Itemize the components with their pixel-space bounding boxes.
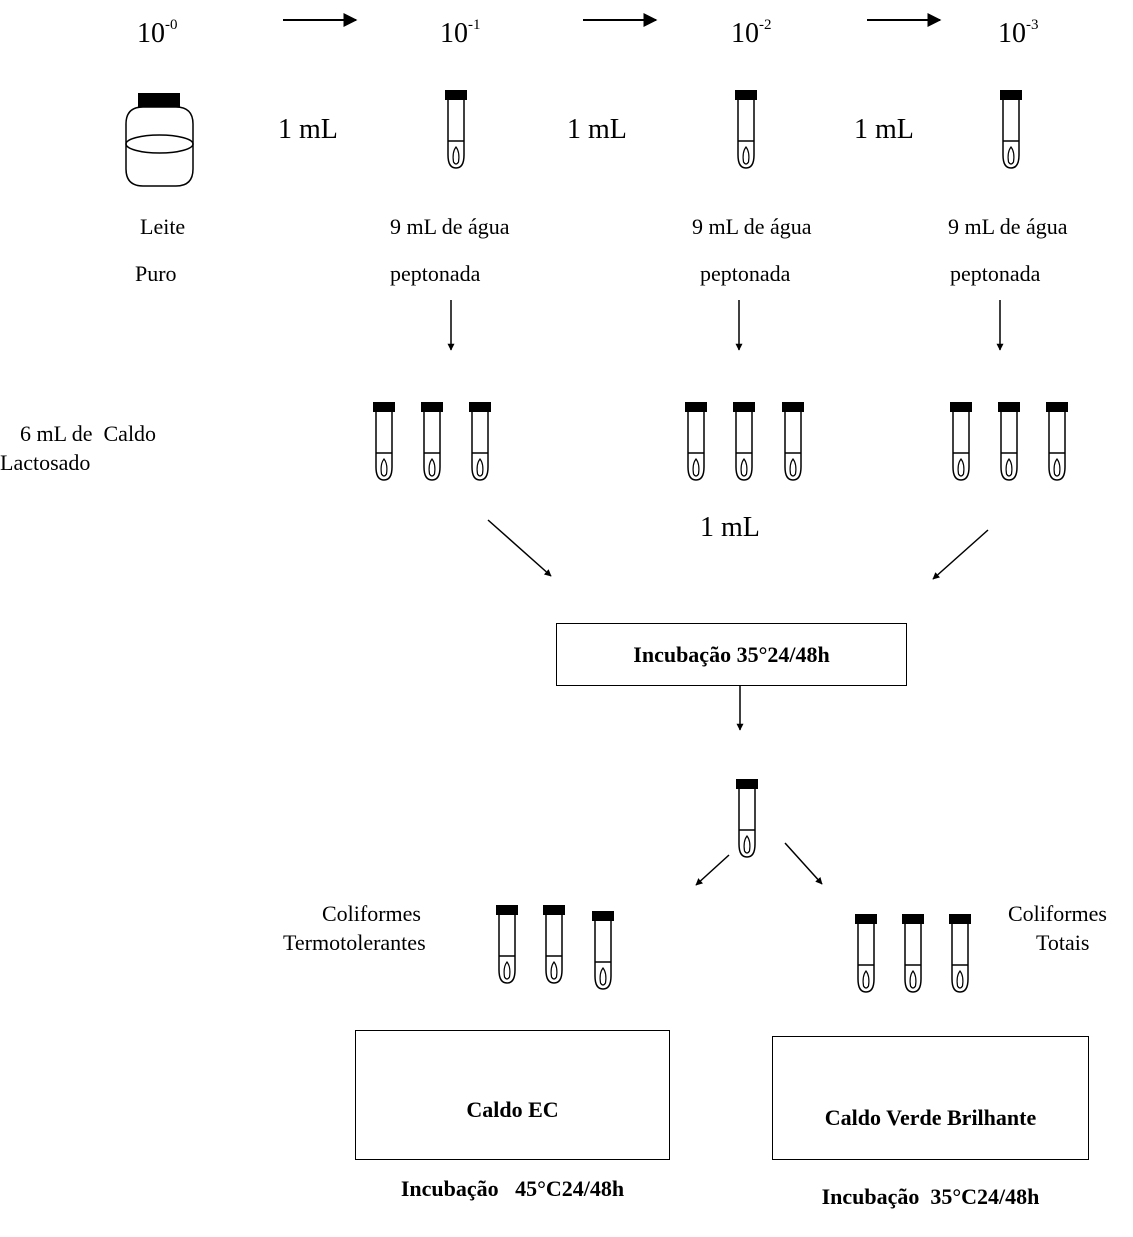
dilution-label: 10-1 — [440, 17, 481, 49]
transfer-volume-label: 1 mL — [854, 114, 914, 145]
ec-box-title: Caldo EC — [466, 1096, 559, 1122]
branch-arrow-icon — [695, 854, 730, 886]
ec-tube-icon — [542, 904, 566, 984]
milk-bottle-icon — [125, 93, 194, 187]
diluent-label: peptonada — [700, 261, 791, 286]
diluent-label: 9 mL de água — [692, 214, 812, 239]
branch-arrow-icon — [784, 842, 823, 885]
broth-tube-icon — [781, 401, 805, 481]
broth-tube-icon — [1045, 401, 1069, 481]
broth-tube-icon — [372, 401, 396, 481]
vb-box-incubation: Incubação 35°C24/48h — [821, 1183, 1040, 1209]
branch-label-left: Termotolerantes — [283, 930, 426, 955]
dilution-label: 10-0 — [137, 17, 178, 49]
positive-tube-icon — [735, 778, 759, 858]
diagram-canvas — [125, 13, 1069, 993]
broth-label: 6 mL de Caldo — [20, 421, 157, 446]
diluent-label: peptonada — [390, 261, 481, 286]
branch-label-right: Coliformes — [1008, 901, 1107, 926]
branch-label-right: Totais — [1036, 930, 1090, 955]
broth-tube-icon — [949, 401, 973, 481]
broth-tube-icon — [684, 401, 708, 481]
vb-box-title: Caldo Verde Brilhante — [824, 1104, 1037, 1130]
vb-broth-box: Caldo Verde Brilhante Incubação 35°C24/4… — [772, 1036, 1089, 1209]
dilution-tube-icon — [444, 89, 468, 169]
dilution-tube-icon — [999, 89, 1023, 169]
broth-tube-icon — [732, 401, 756, 481]
diluent-label: peptonada — [950, 261, 1041, 286]
incubation-box-label: Incubação 35°24/48h — [633, 642, 830, 667]
broth-label: Lactosado — [0, 450, 91, 475]
ec-tube-icon — [591, 910, 615, 990]
dilution-label: 10-3 — [998, 17, 1039, 49]
ec-tube-icon — [495, 904, 519, 984]
branch-label-left: Coliformes — [322, 901, 421, 926]
sample-label: Leite — [140, 214, 186, 239]
ec-box-incubation: Incubação 45°C24/48h — [400, 1175, 625, 1201]
sample-label: Puro — [135, 261, 177, 286]
ec-broth-box: Caldo EC Incubação 45°C24/48h — [355, 1030, 670, 1201]
vb-tube-icon — [854, 913, 878, 993]
broth-tube-icon — [468, 401, 492, 481]
broth-tube-icon — [997, 401, 1021, 481]
diagonal-arrow-icon — [487, 519, 552, 577]
dilution-tube-icon — [734, 89, 758, 169]
broth-tube-icon — [420, 401, 444, 481]
transfer-volume-label: 1 mL — [278, 114, 338, 145]
diluent-label: 9 mL de água — [948, 214, 1068, 239]
incubation-box: Incubação 35°24/48h — [556, 623, 907, 686]
pool-volume-label: 1 mL — [700, 512, 760, 543]
vb-tube-icon — [901, 913, 925, 993]
dilution-label: 10-2 — [731, 17, 772, 49]
diagonal-arrow-icon — [932, 529, 989, 580]
transfer-volume-label: 1 mL — [567, 114, 627, 145]
diluent-label: 9 mL de água — [390, 214, 510, 239]
vb-tube-icon — [948, 913, 972, 993]
